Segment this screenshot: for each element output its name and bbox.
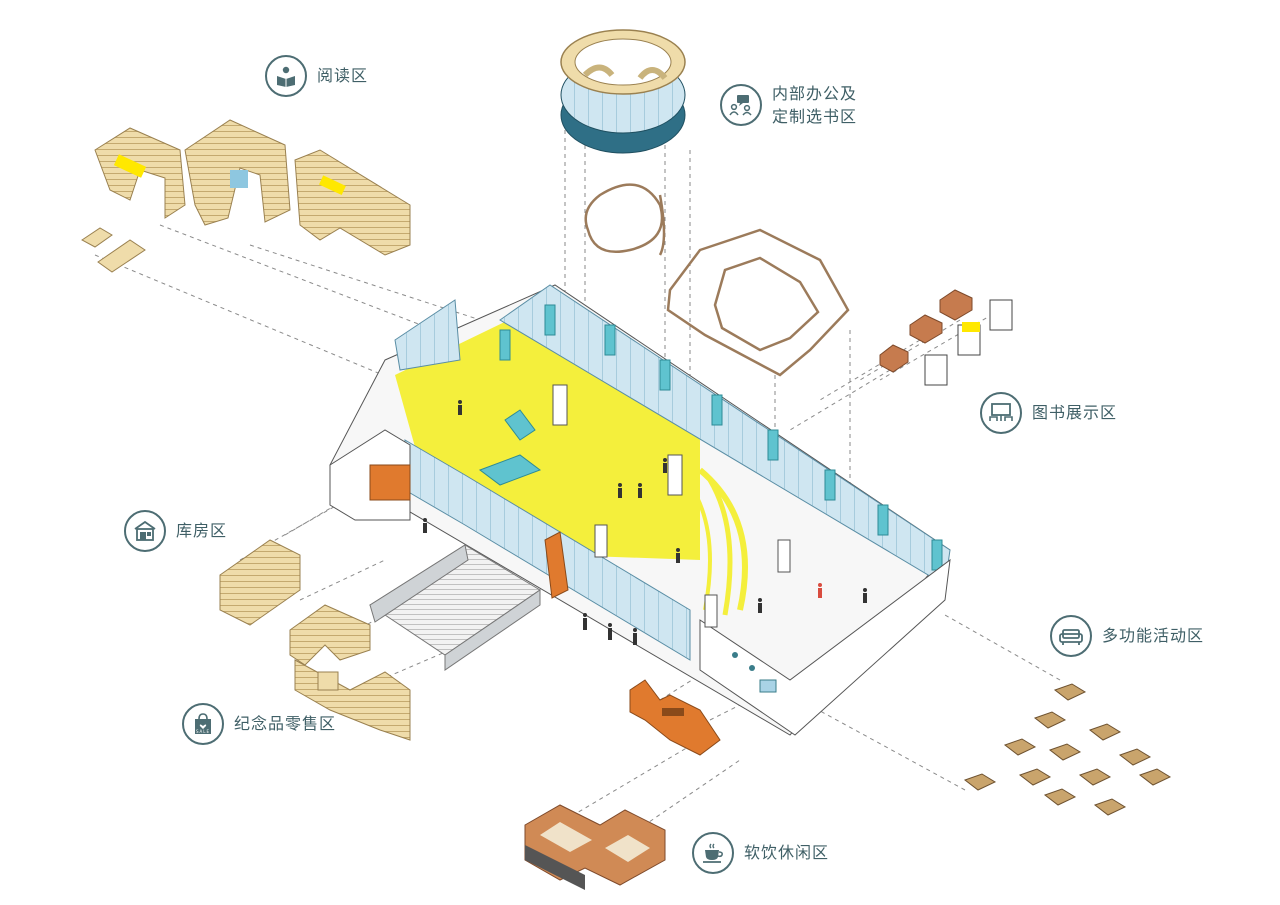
reader-with-book-icon: [265, 55, 307, 97]
display-screen-icon: [980, 392, 1022, 434]
reading-area-label: 阅读区: [265, 55, 368, 97]
multi-function-tables: [963, 683, 1172, 816]
multi-function-area-label: 多功能活动区: [1050, 615, 1204, 657]
ceiling-track-loops: [584, 183, 850, 377]
retail-shelving: [289, 604, 411, 741]
sofa-icon: [1050, 615, 1092, 657]
storage-area-label: 库房区: [124, 510, 227, 552]
storage-shelving: [219, 539, 301, 626]
retail-area-text: 纪念品零售区: [234, 714, 337, 734]
drinks-area-text: 软饮休闲区: [744, 843, 830, 863]
warehouse-icon: [124, 510, 166, 552]
orange-seating-structure: [629, 679, 721, 756]
storage-area-text: 库房区: [176, 521, 228, 541]
staircase: [369, 544, 541, 671]
multi-function-area-text: 多功能活动区: [1102, 626, 1205, 646]
office-area-text-line1: 内部办公及: [772, 84, 858, 103]
display-area-text: 图书展示区: [1032, 403, 1118, 423]
office-area-text-line2: 定制选书区: [772, 107, 858, 127]
main-building: [329, 284, 951, 736]
shopping-bag-icon: SALE: [182, 703, 224, 745]
reading-area-shelving: [81, 119, 411, 273]
office-ring-pavilion: [560, 29, 686, 154]
retail-area-label: SALE 纪念品零售区: [182, 703, 336, 745]
coffee-cup-icon: [692, 832, 734, 874]
meeting-speech-bubble-icon: [720, 84, 762, 127]
sale-tag-text: SALE: [196, 729, 210, 734]
office-area-label: 内部办公及 定制选书区: [720, 82, 857, 128]
drinks-area-label: 软饮休闲区: [692, 832, 829, 874]
drinks-counter: [524, 804, 666, 890]
reading-area-text: 阅读区: [317, 66, 369, 86]
display-area-furniture: [879, 289, 1013, 386]
display-area-label: 图书展示区: [980, 392, 1117, 434]
